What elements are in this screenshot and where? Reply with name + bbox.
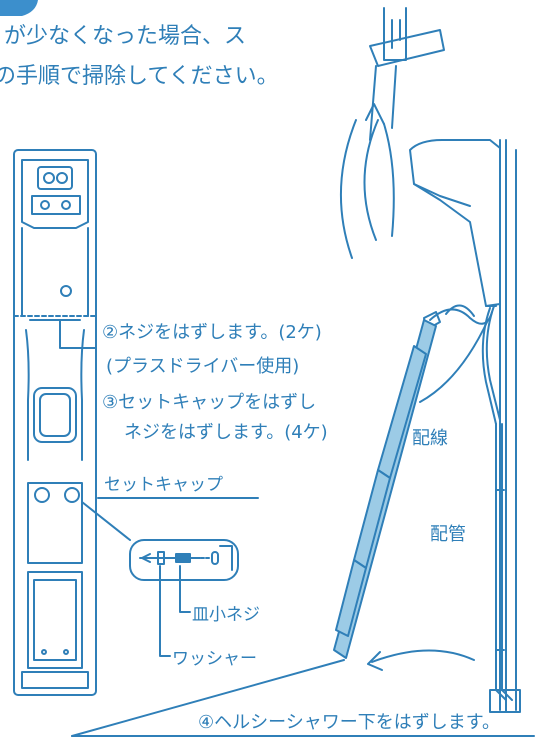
step3-label: ③セットキャップをはずし xyxy=(102,392,317,413)
pan-screw-leader xyxy=(179,565,191,613)
wiring-label: 配線 xyxy=(412,428,448,449)
corner-badge xyxy=(0,0,38,16)
step4-leader xyxy=(71,659,345,737)
intro-line-2: の手順で掃除してください。 xyxy=(0,64,279,89)
piping-label: 配管 xyxy=(430,524,466,545)
front-unit-illustration xyxy=(13,149,97,696)
shower-panel xyxy=(333,311,441,659)
step2-note: (プラスドライバー使用) xyxy=(106,356,300,377)
washer-leader xyxy=(159,565,171,657)
step4-label: ④ヘルシーシャワー下をはずします。 xyxy=(198,712,500,733)
pan-screw-label: 皿小ネジ xyxy=(192,605,260,625)
side-unit-illustration xyxy=(339,7,521,713)
step3-note: ネジをはずします。(4ケ) xyxy=(124,422,328,443)
washer-label: ワッシャー xyxy=(172,649,257,669)
leader-step2 xyxy=(59,319,97,349)
screw-detail xyxy=(129,539,239,581)
set-cap-leader xyxy=(81,501,131,541)
intro-line-1: が少なくなった場合、ス xyxy=(4,24,247,49)
set-cap-label: セットキャップ xyxy=(104,475,223,495)
step2-label: ②ネジをはずします。(2ケ) xyxy=(102,322,322,343)
